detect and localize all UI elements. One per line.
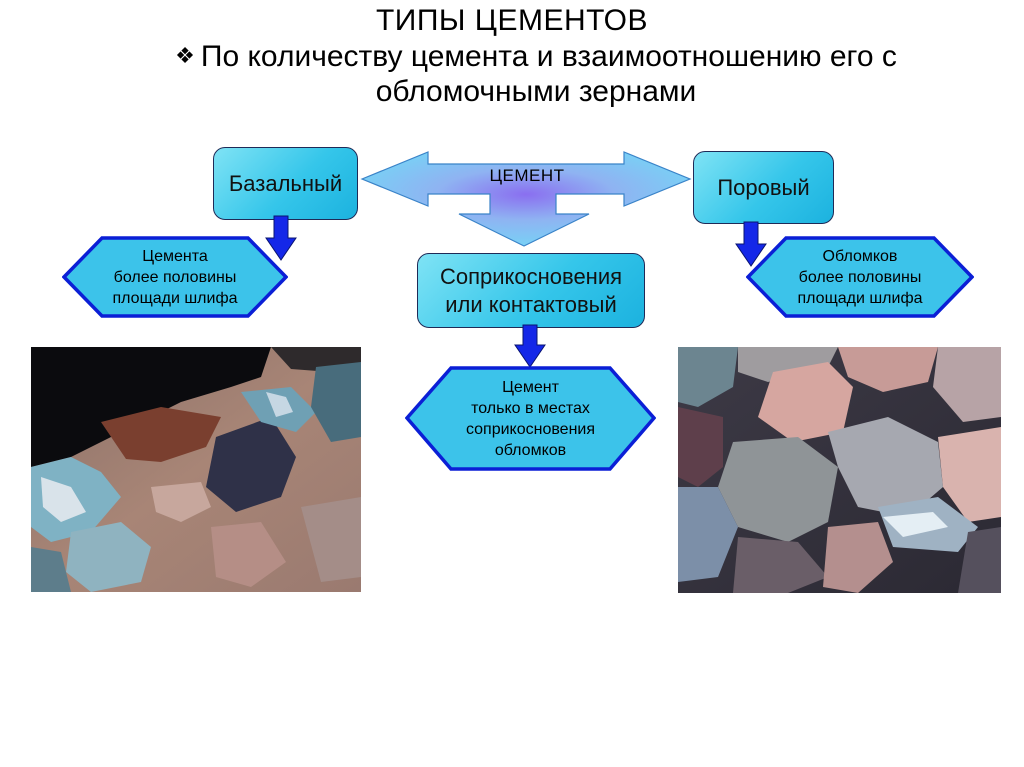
basal-desc-line-1: Цемента (142, 247, 208, 265)
contact-description-hexagon: Цемент только в местах соприкосновения о… (405, 366, 656, 471)
contact-type-line-2: или контактовый (445, 291, 617, 317)
down-arrow-icon (735, 221, 767, 267)
diamond-bullet-icon: ❖ (175, 43, 195, 68)
pore-thin-section-photo (678, 347, 1001, 593)
basal-type-box: Базальный (213, 147, 358, 220)
down-arrow-icon (514, 324, 546, 368)
subtitle-line-1: По количеству цемента и взаимоотношению … (200, 40, 897, 73)
slide-title: ТИПЫ ЦЕМЕНТОВ (375, 4, 649, 37)
basal-desc-line-2: более половины (113, 268, 237, 286)
down-arrow-icon (265, 215, 297, 261)
basal-desc-line-3: площади шлифа (112, 289, 238, 307)
contact-desc-line-2: только в местах (471, 399, 590, 417)
cement-arrow-shape (360, 151, 692, 247)
slide-subtitle: ❖По количеству цемента и взаимоотношению… (96, 40, 976, 108)
contact-desc-line-1: Цемент (502, 378, 559, 396)
cement-label: ЦЕМЕНТ (489, 166, 565, 185)
pore-description-hexagon: Обломков более половины площади шлифа (746, 236, 974, 318)
pore-desc-line-2: более половины (798, 268, 922, 286)
subtitle-line-2: обломочными зернами (375, 75, 697, 108)
basal-description-hexagon: Цемента более половины площади шлифа (62, 236, 288, 318)
pore-type-box: Поровый (693, 151, 834, 224)
contact-type-box: Соприкосновения или контактовый (417, 253, 645, 328)
pore-desc-line-3: площади шлифа (797, 289, 923, 307)
contact-desc-line-3: соприкосновения (465, 420, 596, 438)
basal-thin-section-photo (31, 347, 361, 592)
contact-type-line-1: Соприкосновения (439, 263, 623, 289)
contact-desc-line-4: обломков (494, 441, 567, 459)
pore-desc-line-1: Обломков (822, 247, 898, 265)
